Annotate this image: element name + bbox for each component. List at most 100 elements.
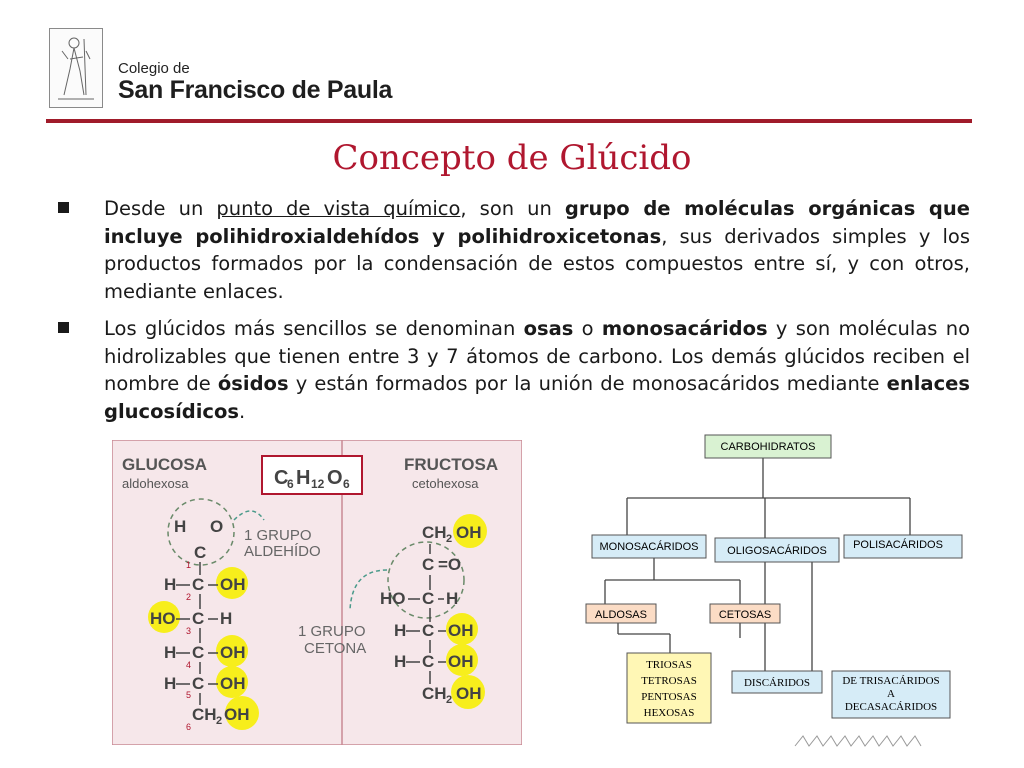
tree-node-list — [626, 652, 712, 724]
text-segment: Desde un — [104, 197, 217, 220]
svg-text:5: 5 — [186, 690, 191, 700]
bullet-paragraph-2: Los glúcidos más sencillos se denominan … — [104, 315, 970, 425]
tree-node-oligo-label: OLIGOSACÁRIDOS — [727, 544, 827, 557]
ketone-label-1: 1 GRUPO — [298, 623, 366, 640]
svg-text:C: C — [192, 575, 204, 594]
tree-list-item: HEXOSAS — [644, 707, 695, 719]
tree-node-aldosas — [585, 603, 657, 624]
text-segment: y son moléculas no hidrolizables que tie… — [104, 317, 970, 396]
text-segment: o — [573, 317, 602, 340]
svg-text:CH: CH — [422, 523, 447, 542]
tree-node-tri-label: A — [887, 688, 895, 700]
svg-text:C: C — [192, 609, 204, 628]
ketone-label-2: CETONA — [304, 640, 366, 657]
svg-text:6: 6 — [343, 477, 350, 491]
svg-text:H: H — [296, 467, 310, 489]
tree-node-poli — [843, 534, 963, 559]
svg-text:O: O — [327, 467, 343, 489]
svg-text:H: H — [164, 575, 176, 594]
handwritten-scribble — [794, 735, 922, 747]
svg-text:CH: CH — [422, 684, 447, 703]
bullet-marker — [58, 322, 69, 333]
svg-text:2: 2 — [186, 592, 191, 602]
tree-node-tri-label: DECASACÁRIDOS — [845, 701, 937, 713]
svg-text:C: C — [422, 621, 434, 640]
bullet-paragraph-1: Desde un punto de vista químico, son un … — [104, 195, 970, 305]
aldehyde-label-1: 1 GRUPO — [244, 527, 312, 544]
tree-node-poli-label: POLISACÁRIDOS — [853, 538, 943, 551]
tree-node-mono-label: MONOSACÁRIDOS — [599, 540, 698, 553]
bold-term: ósidos — [217, 372, 289, 396]
svg-text:H: H — [220, 609, 232, 628]
tree-node-mono — [591, 534, 707, 559]
bold-term: monosacáridos — [601, 317, 768, 340]
bold-term: enlaces glucosídicos — [104, 372, 970, 423]
svg-text:OH: OH — [456, 684, 482, 703]
svg-text:2: 2 — [446, 694, 452, 706]
underlined-phrase: punto de vista químico — [216, 197, 461, 220]
svg-text:OH: OH — [448, 621, 474, 640]
tree-node-oligo — [714, 537, 840, 563]
tree-list-item: TRIOSAS — [646, 659, 692, 671]
svg-text:H: H — [446, 589, 458, 608]
svg-text:12: 12 — [311, 477, 325, 491]
tree-list-item: TETROSAS — [641, 675, 697, 687]
tree-list-item: PENTOSAS — [641, 691, 696, 703]
svg-text:OH: OH — [220, 575, 246, 594]
svg-text:CH: CH — [192, 705, 217, 724]
svg-text:4: 4 — [186, 660, 191, 670]
tree-node-root — [704, 434, 832, 459]
fructosa-title: FRUCTOSA — [404, 455, 498, 474]
svg-text:C: C — [194, 543, 206, 562]
glucosa-title: GLUCOSA — [122, 455, 207, 474]
svg-text:C: C — [422, 652, 434, 671]
svg-text:2: 2 — [446, 533, 452, 545]
svg-text:HO: HO — [380, 589, 406, 608]
text-segment: Los glúcidos más sencillos se denominan — [104, 317, 524, 340]
svg-text:C: C — [422, 555, 434, 574]
svg-text:6: 6 — [186, 722, 191, 732]
svg-text:C: C — [192, 643, 204, 662]
formula-box — [261, 455, 363, 495]
svg-text:C: C — [274, 467, 288, 489]
svg-text:OH: OH — [448, 652, 474, 671]
svg-text:H: H — [394, 621, 406, 640]
svg-text:H: H — [164, 674, 176, 693]
slide-title: Concepto de Glúcido — [332, 138, 692, 178]
svg-text:H: H — [164, 643, 176, 662]
title-divider — [46, 119, 972, 123]
tree-node-di-label: DISCÁRIDOS — [744, 677, 810, 689]
tree-node-cetosas — [709, 603, 781, 624]
fructosa-subtitle: cetohexosa — [412, 476, 479, 491]
svg-text:=O: =O — [438, 555, 461, 574]
school-logo — [49, 28, 103, 108]
svg-text:2: 2 — [216, 715, 222, 727]
svg-text:HO: HO — [150, 609, 176, 628]
glucosa-subtitle: aldohexosa — [122, 476, 189, 491]
bold-term: osas — [523, 317, 574, 340]
svg-text:OH: OH — [220, 674, 246, 693]
text-segment: , son un — [460, 197, 565, 220]
svg-text:OH: OH — [220, 643, 246, 662]
tree-node-tri-label: DE TRISACÁRIDOS — [842, 675, 939, 687]
svg-text:O: O — [210, 517, 223, 536]
carbohydrate-classification-tree: CARBOHIDRATOS MONOSACÁRIDOS OLIGOSACÁRID… — [585, 434, 963, 747]
bold-phrase: grupo de moléculas orgánicas que incluye… — [104, 197, 970, 248]
school-name-line2: San Francisco de Paula — [118, 76, 393, 104]
aldehyde-label-2: ALDEHÍDO — [244, 543, 321, 560]
bullet-marker — [58, 202, 69, 213]
tree-node-root-label: CARBOHIDRATOS — [721, 441, 816, 453]
glucose-fructose-figure: GLUCOSA aldohexosa FRUCTOSA cetohexosa C… — [112, 440, 522, 745]
tree-node-di — [731, 670, 823, 694]
svg-text:6: 6 — [287, 477, 294, 491]
svg-text:H: H — [394, 652, 406, 671]
svg-text:C: C — [422, 589, 434, 608]
tree-node-tri — [831, 670, 951, 719]
text-segment: , sus derivados simples y los productos … — [104, 224, 970, 303]
svg-text:1: 1 — [186, 560, 191, 570]
tree-node-aldosas-label: ALDOSAS — [595, 609, 647, 621]
school-name-line1: Colegio de — [118, 60, 190, 77]
svg-text:3: 3 — [186, 626, 191, 636]
svg-text:C: C — [192, 674, 204, 693]
